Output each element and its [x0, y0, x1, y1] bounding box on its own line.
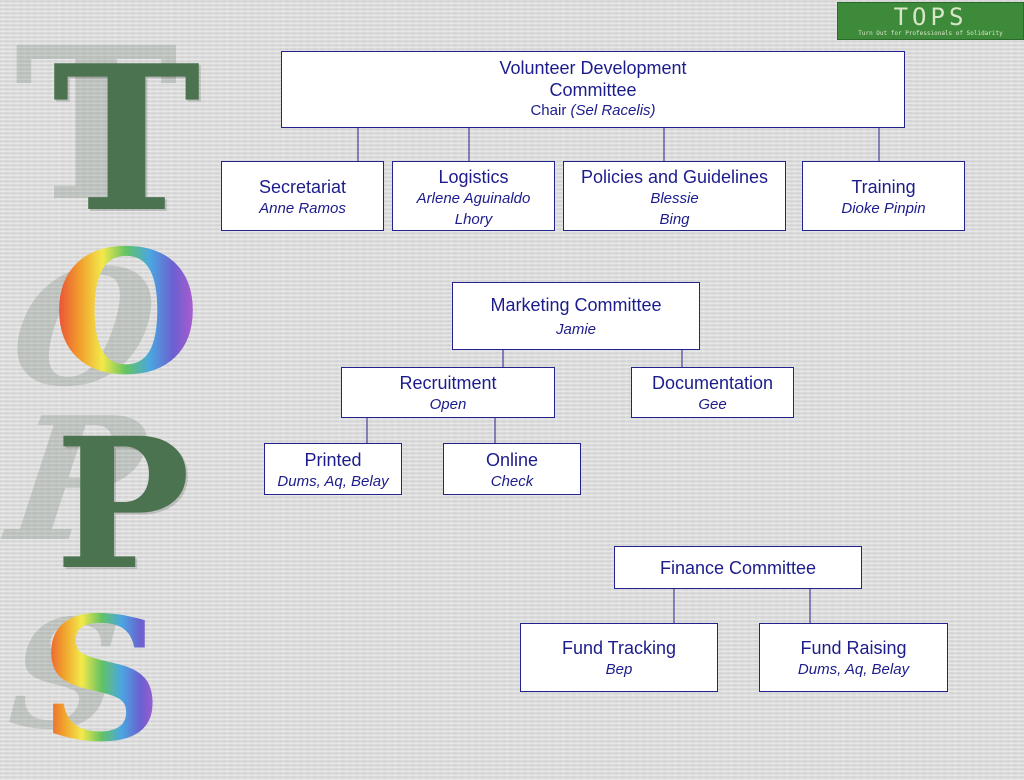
- online-title: Online: [485, 450, 539, 470]
- recruitment-title: Recruitment: [399, 373, 497, 393]
- fund-raising-title: Fund Raising: [800, 638, 907, 658]
- training-title: Training: [851, 177, 916, 197]
- printed-title: Printed: [304, 450, 362, 470]
- training-name: Dioke Pinpin: [841, 200, 926, 217]
- policies-name-1: Blessie: [650, 190, 699, 207]
- logo-tagline: Turn Out for Professionals of Solidarity: [858, 30, 1003, 37]
- vdc-chair-label: Chair: [530, 102, 567, 119]
- documentation-box: Documentation Gee: [631, 367, 794, 418]
- fund-raising-name: Dums, Aq, Belay: [797, 661, 910, 678]
- marketing-lead: Jamie: [555, 321, 596, 338]
- finance-box: Finance Committee: [614, 546, 862, 589]
- logo-word: TOPS: [893, 3, 968, 31]
- documentation-name: Gee: [698, 396, 727, 413]
- fund-tracking-box: Fund Tracking Bep: [520, 623, 718, 692]
- recruitment-name: Open: [429, 396, 467, 413]
- vdc-title-line1: Volunteer Development: [499, 58, 687, 78]
- printed-name: Dums, Aq, Belay: [277, 473, 389, 490]
- vdc-box: Volunteer Development Committee Chair (S…: [281, 51, 905, 128]
- policies-title: Policies and Guidelines: [580, 167, 769, 187]
- side-letter-t: T: [52, 22, 201, 257]
- side-letter-t-shadow: T: [14, 1, 179, 248]
- logistics-name-1: Arlene Aguinaldo: [416, 190, 531, 207]
- side-letter-o: O: [52, 213, 201, 413]
- fund-tracking-name: Bep: [605, 661, 633, 678]
- documentation-title: Documentation: [651, 373, 774, 393]
- tops-logo: TOPS Turn Out for Professionals of Solid…: [837, 2, 1024, 40]
- policies-box: Policies and Guidelines Blessie Bing: [563, 161, 786, 231]
- secretariat-title: Secretariat: [258, 177, 347, 197]
- tops-side-title: T T O O P P S S: [0, 0, 220, 768]
- online-box: Online Check: [443, 443, 581, 495]
- side-letter-p: P: [55, 399, 191, 610]
- logistics-box: Logistics Arlene Aguinaldo Lhory: [392, 161, 555, 231]
- logistics-name-2: Lhory: [454, 211, 493, 228]
- secretariat-name: Anne Ramos: [259, 200, 346, 217]
- online-name: Check: [490, 473, 534, 490]
- fund-raising-box: Fund Raising Dums, Aq, Belay: [759, 623, 948, 692]
- vdc-chair: Chair (Sel Racelis): [282, 101, 904, 120]
- marketing-title: Marketing Committee: [490, 295, 662, 315]
- marketing-box: Marketing Committee Jamie: [452, 282, 700, 350]
- training-box: Training Dioke Pinpin: [802, 161, 965, 231]
- logistics-title: Logistics: [438, 167, 509, 187]
- side-letter-s: S: [40, 580, 163, 780]
- vdc-chair-name: (Sel Racelis): [570, 102, 656, 119]
- finance-title: Finance Committee: [659, 558, 817, 578]
- recruitment-box: Recruitment Open: [341, 367, 555, 418]
- secretariat-box: Secretariat Anne Ramos: [221, 161, 384, 231]
- vdc-title-line2: Committee: [549, 80, 637, 100]
- fund-tracking-title: Fund Tracking: [561, 638, 677, 658]
- policies-name-2: Bing: [659, 211, 690, 228]
- printed-box: Printed Dums, Aq, Belay: [264, 443, 402, 495]
